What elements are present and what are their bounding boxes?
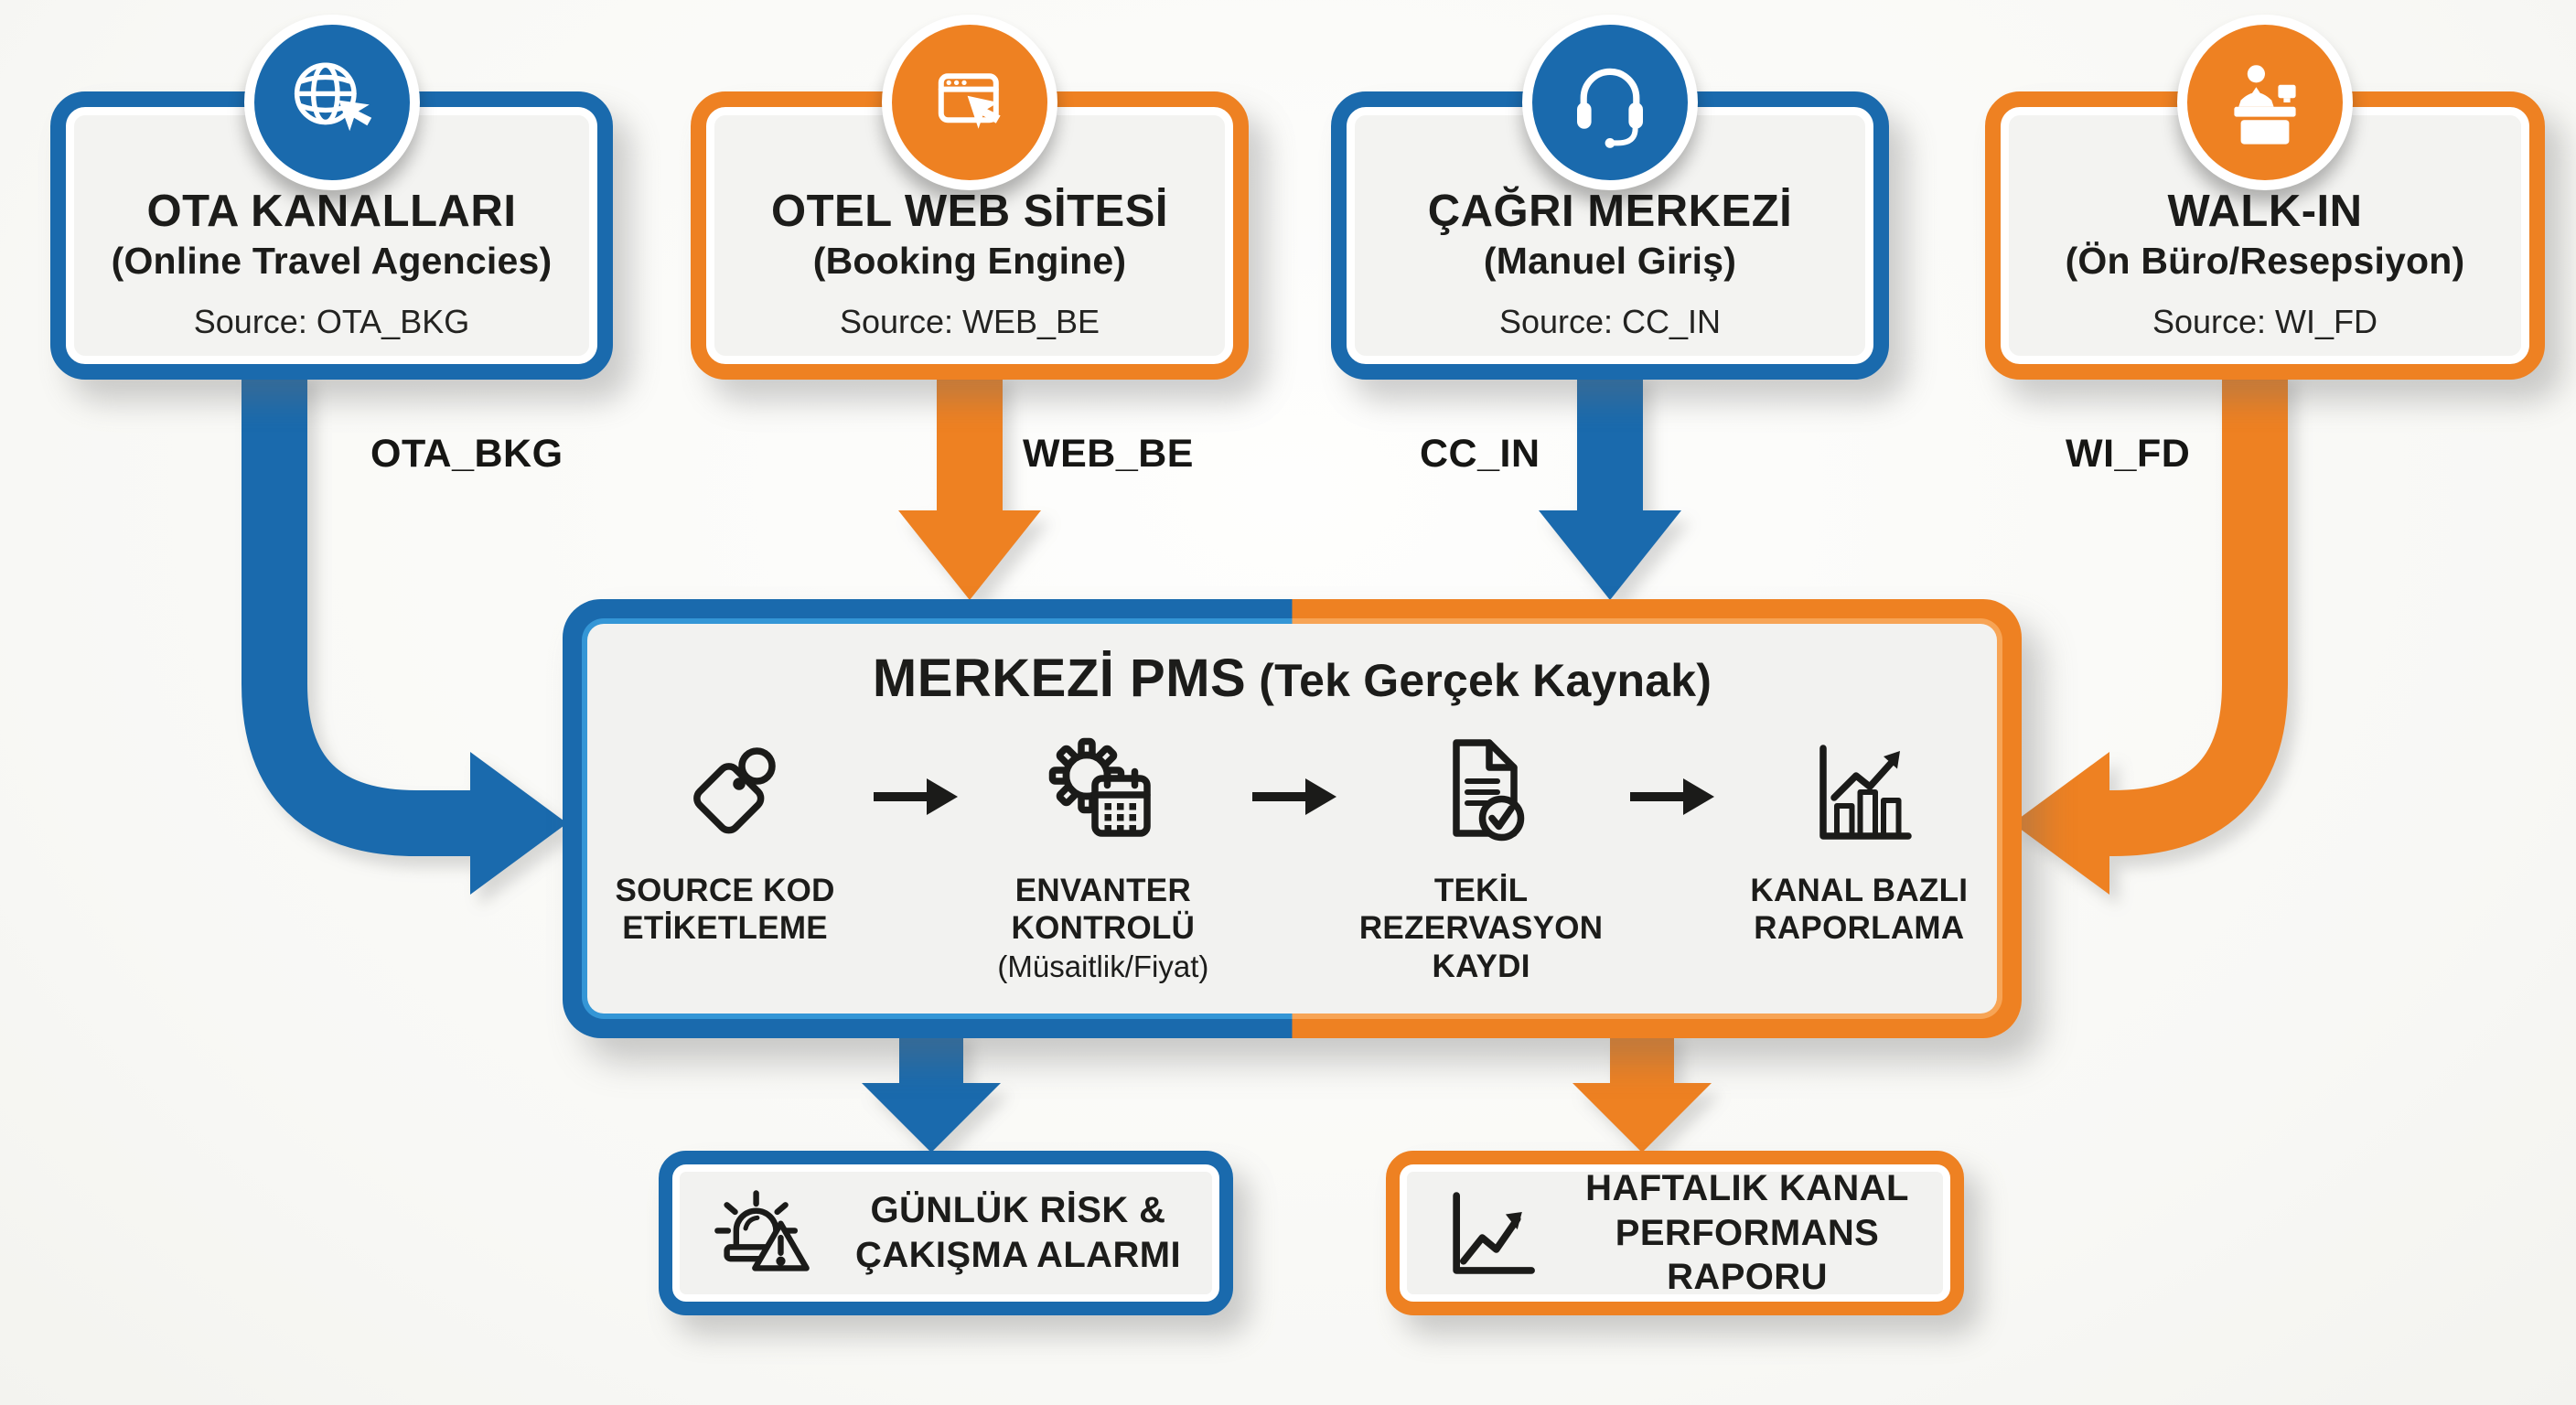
output-label: HAFTALIK KANAL PERFORMANS RAPORU: [1585, 1167, 1909, 1298]
arrow-cc-to-pms: [1539, 370, 1681, 600]
arrow-walkin-to-pms: [2012, 370, 2288, 895]
reception-desk-icon: [2177, 15, 2353, 190]
output-box-risk: GÜNLÜK RİSK & ÇAKIŞMA ALARMI: [659, 1151, 1233, 1315]
step-label: TEKİL REZERVASYON KAYDI: [1358, 873, 1604, 984]
pms-step-single-reservation: TEKİL REZERVASYON KAYDI: [1344, 724, 1619, 985]
step-arrow-icon: [874, 778, 959, 815]
pms-steps-row: SOURCE KOD ETİKETLEME: [587, 724, 1997, 985]
channel-label-cc: CC_IN: [1420, 432, 1540, 476]
source-subtitle: (Booking Engine): [812, 239, 1127, 282]
source-box-callcenter: ÇAĞRI MERKEZİ (Manuel Giriş) Source: CC_…: [1331, 15, 1889, 380]
step-label: ENVANTER KONTROLÜ: [1011, 873, 1196, 947]
source-code: Source: CC_IN: [1498, 302, 1722, 340]
headset-icon: [1522, 15, 1698, 190]
source-subtitle: (Online Travel Agencies): [111, 239, 553, 282]
gear-calendar-icon: [1048, 737, 1151, 837]
source-title: OTA KANALLARI: [146, 187, 517, 236]
arrow-web-to-pms: [898, 370, 1041, 600]
pms-box: MERKEZİ PMS (Tek Gerçek Kaynak) SOURCE K…: [563, 599, 2022, 1038]
arrow-pms-to-report: [1572, 1029, 1712, 1153]
browser-cursor-icon: [882, 15, 1057, 190]
arrow-ota-to-pms: [242, 370, 567, 895]
step-arrow-icon: [1251, 778, 1336, 815]
alarm-warning-icon: [714, 1190, 810, 1271]
globe-cursor-icon: [243, 15, 420, 190]
source-title: ÇAĞRI MERKEZİ: [1427, 187, 1793, 236]
line-chart-icon: [1453, 1192, 1535, 1274]
source-box-walkin: WALK-IN (Ön Büro/Resepsiyon) Source: WI_…: [1985, 15, 2545, 380]
arrow-pms-to-risk: [862, 1029, 1001, 1153]
source-code: Source: WI_FD: [2152, 302, 2378, 340]
source-box-ota: OTA KANALLARI (Online Travel Agencies) S…: [50, 15, 613, 380]
price-tag-icon: [692, 747, 776, 834]
source-subtitle: (Ön Büro/Resepsiyon): [2065, 239, 2465, 282]
bar-chart-icon: [1819, 745, 1913, 840]
pms-title-suffix: (Tek Gerçek Kaynak): [1246, 655, 1712, 706]
source-subtitle: (Manuel Giriş): [1483, 239, 1737, 282]
pms-box-content: MERKEZİ PMS (Tek Gerçek Kaynak) SOURCE K…: [587, 624, 1997, 1014]
source-title: WALK-IN: [2167, 187, 2363, 236]
source-box-web: OTEL WEB SİTESİ (Booking Engine) Source:…: [691, 15, 1249, 380]
step-label: SOURCE KOD ETİKETLEME: [615, 873, 835, 947]
output-label: GÜNLÜK RİSK & ÇAKIŞMA ALARMI: [855, 1190, 1181, 1275]
source-code: Source: OTA_BKG: [193, 302, 470, 340]
channel-label-ota: OTA_BKG: [370, 432, 564, 476]
output-box-report: HAFTALIK KANAL PERFORMANS RAPORU: [1386, 1151, 1964, 1315]
source-code: Source: WEB_BE: [839, 302, 1100, 340]
source-title: OTEL WEB SİTESİ: [770, 187, 1169, 236]
pms-box-inner-ring: MERKEZİ PMS (Tek Gerçek Kaynak) SOURCE K…: [582, 618, 2002, 1019]
step-arrow-icon: [1629, 778, 1714, 815]
pms-step-channel-reporting: KANAL BAZLI RAPORLAMA: [1722, 724, 1997, 948]
channel-label-web: WEB_BE: [1023, 432, 1194, 476]
pms-step-inventory-control: ENVANTER KONTROLÜ (Müsaitlik/Fiyat): [965, 724, 1240, 984]
document-check-icon: [1453, 739, 1525, 842]
pms-title: MERKEZİ PMS: [872, 649, 1247, 708]
channel-label-walkin: WI_FD: [2066, 432, 2191, 476]
step-label: KANAL BAZLI RAPORLAMA: [1750, 873, 1969, 947]
pms-step-source-tagging: SOURCE KOD ETİKETLEME: [587, 724, 863, 948]
step-sublabel: (Müsaitlik/Fiyat): [997, 949, 1209, 983]
pms-title-row: MERKEZİ PMS (Tek Gerçek Kaynak): [873, 648, 1712, 709]
